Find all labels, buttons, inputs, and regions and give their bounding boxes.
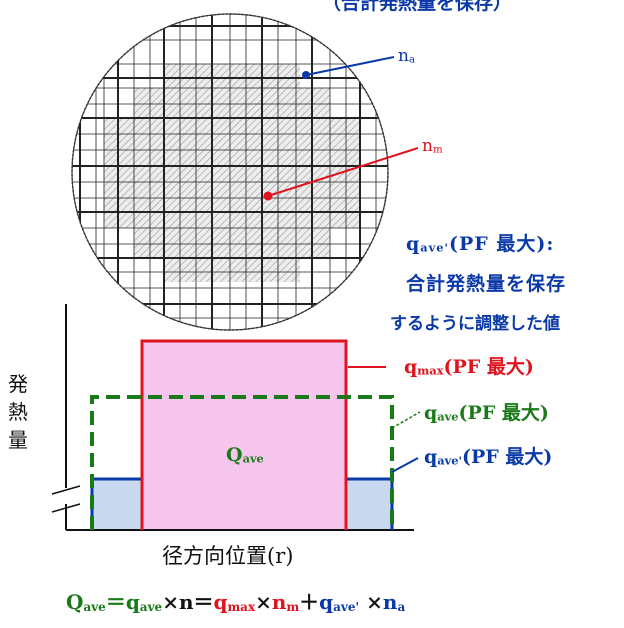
annotation-line2: 合計発熱量を保存 [406,273,567,295]
annotation-line1: qave'(PF 最大): [406,233,555,255]
core-cross-section [71,13,389,331]
qave-leader [391,411,421,429]
na-label: na [398,46,416,66]
region-label-Qave: Qave [226,444,264,466]
x-axis-label: 径方向位置(r) [162,544,294,568]
qmax-line [140,339,348,530]
na-leader [302,56,395,79]
legend-qave: qave(PF 最大) [424,402,549,424]
legend-qavep: qave'(PF 最大) [424,446,553,468]
annotation-line3: するように調整した値 [390,314,560,334]
qavep-right-fill [346,479,392,529]
nm-label: nm [422,136,443,156]
y-axis-label: 発熱量 [8,372,28,452]
header-note: （合計発熱量を保存） [322,0,513,14]
qmax-fill [142,341,346,529]
legend-qmax: qmax(PF 最大) [404,356,534,378]
heat-distribution-plot [51,304,421,531]
qavep-left-fill [92,479,142,529]
qavep-leader [391,457,419,473]
formula: Qave＝qave×n＝qmax×nm＋qave' ×na [66,590,406,614]
qave-line [90,395,394,530]
inner-zone-hatched [104,64,360,282]
axis-break [51,485,81,495]
nm-leader [263,147,419,201]
